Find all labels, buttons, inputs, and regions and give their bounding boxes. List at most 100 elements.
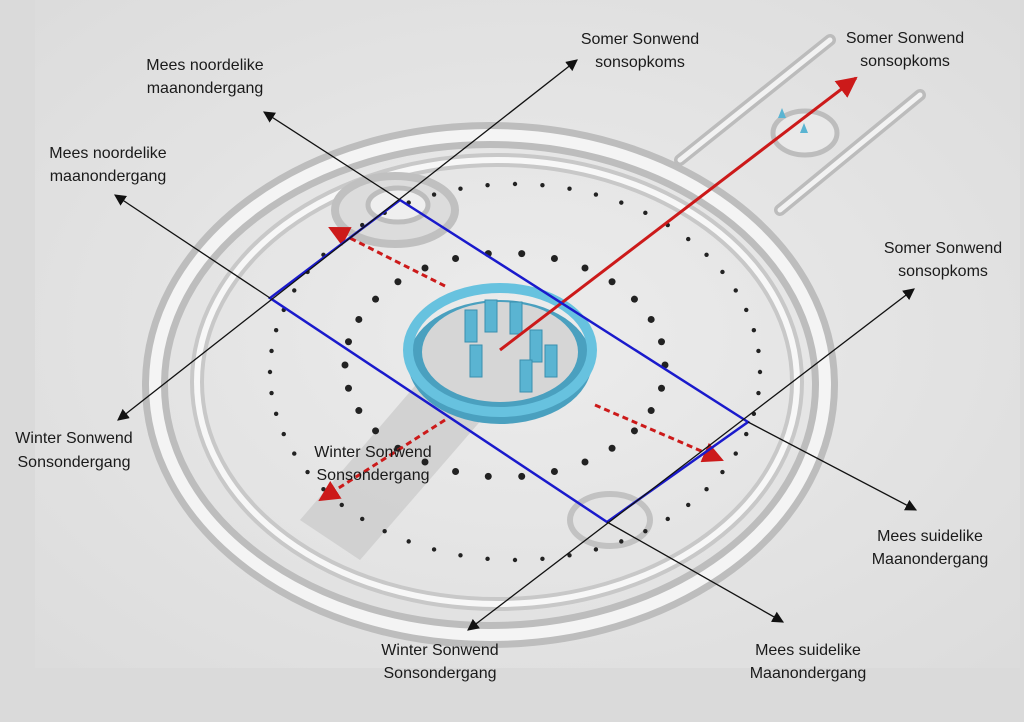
trilithon-stone <box>469 344 483 378</box>
aubrey-hole <box>292 288 297 293</box>
y-hole <box>630 295 638 303</box>
avenue-banks <box>674 34 926 216</box>
label-winter-left-line2: Sonsondergang <box>18 454 131 471</box>
aubrey-hole <box>269 348 274 354</box>
aubrey-hole <box>431 192 437 197</box>
henge-shadow <box>300 380 490 560</box>
y-hole <box>484 472 492 480</box>
aubrey-hole <box>593 547 599 552</box>
label-summer-top-right-line1: Somer Sonwend <box>846 30 964 47</box>
label-winter-bottom-line1: Winter Sonwend <box>381 642 498 659</box>
aubrey-hole <box>267 369 273 375</box>
winter-summer-sightline <box>117 59 578 421</box>
y-hole <box>581 264 589 272</box>
aubrey-hole <box>512 181 518 187</box>
label-summer-right-line2: sonsopkoms <box>898 263 988 280</box>
aubrey-hole <box>321 487 326 492</box>
y-hole <box>355 315 363 323</box>
moon-north-left-pointer <box>114 194 271 299</box>
y-hole <box>355 407 363 415</box>
aubrey-hole <box>360 516 365 522</box>
trilithon-stone <box>484 299 498 333</box>
aubrey-hole <box>339 236 344 242</box>
moon-north-top-pointer <box>263 111 401 201</box>
y-hole <box>630 427 638 435</box>
y-hole <box>581 458 589 466</box>
aubrey-hole <box>704 487 709 492</box>
aubrey-hole <box>643 210 648 216</box>
aubrey-hole <box>744 307 749 313</box>
aubrey-hole <box>720 469 725 475</box>
y-hole <box>518 472 526 480</box>
pointer-lines <box>114 59 918 631</box>
y-hole <box>550 468 558 476</box>
aubrey-hole <box>273 411 279 417</box>
moon-south-right-pointer <box>747 421 918 511</box>
y-hole <box>647 407 655 415</box>
label-moon-south-right-line1: Mees suidelike <box>877 528 983 545</box>
aubrey-hole <box>756 390 761 396</box>
aubrey-hole <box>744 431 749 437</box>
y-hole <box>550 254 558 262</box>
aubrey-hole <box>305 469 310 475</box>
y-hole <box>452 254 460 262</box>
y-hole <box>394 278 402 286</box>
trilithon-stone <box>529 329 543 363</box>
aubrey-hole <box>339 502 344 508</box>
label-summer-right-line1: Somer Sonwend <box>884 240 1002 257</box>
winter-summer-sightline-2 <box>467 288 915 631</box>
trilithon-stone <box>509 301 523 335</box>
label-moon-south-bottom-line2: Maanondergang <box>750 665 867 682</box>
aubrey-hole <box>567 186 572 191</box>
aubrey-hole <box>458 186 463 191</box>
label-moon-south-bottom-line1: Mees suidelike <box>755 642 861 659</box>
aubrey-hole <box>665 516 670 522</box>
label-moon-north-top-line2: maanondergang <box>147 80 264 97</box>
y-hole <box>341 361 349 369</box>
label-winter-center-line2: Sonsondergang <box>317 467 430 484</box>
label-summer-top-right-line2: sonsopkoms <box>860 53 950 70</box>
y-hole <box>452 468 460 476</box>
aubrey-hole <box>406 539 411 544</box>
label-winter-center-line1: Winter Sonwend <box>314 444 431 461</box>
y-hole <box>658 338 666 346</box>
y-hole <box>608 444 616 452</box>
aubrey-hole <box>512 557 518 563</box>
y-hole <box>344 338 352 346</box>
winter-solstice-axis-arrow <box>318 418 446 502</box>
aubrey-hole <box>269 390 274 396</box>
aubrey-hole <box>619 200 624 205</box>
aubrey-hole <box>540 182 545 188</box>
aubrey-hole <box>281 431 286 437</box>
aubrey-hole <box>720 269 725 275</box>
y-hole <box>372 427 380 435</box>
aubrey-hole <box>273 327 279 333</box>
aubrey-hole <box>292 451 297 456</box>
aubrey-hole <box>643 528 648 534</box>
aubrey-hole <box>756 348 761 354</box>
aubrey-hole <box>733 451 738 456</box>
aubrey-hole <box>704 252 709 257</box>
station-mound-north <box>331 172 459 248</box>
aubrey-hole <box>485 556 490 562</box>
heel-stone <box>778 108 786 118</box>
label-moon-north-left-line1: Mees noordelike <box>49 145 167 162</box>
sarsen-circle <box>403 283 597 424</box>
y-hole <box>344 384 352 392</box>
y-hole <box>372 295 380 303</box>
aubrey-hole <box>458 553 463 558</box>
aubrey-hole <box>751 327 757 333</box>
y-hole <box>608 278 616 286</box>
trilithon-stone <box>464 309 478 343</box>
aubrey-hole <box>540 556 545 562</box>
aubrey-hole <box>733 288 738 293</box>
aubrey-hole <box>382 528 387 534</box>
aubrey-hole <box>686 502 691 508</box>
label-winter-left-line1: Winter Sonwend <box>15 430 132 447</box>
moon-south-bottom-pointer <box>606 521 785 623</box>
y-hole <box>421 458 429 466</box>
label-moon-north-left-line2: maanondergang <box>50 168 167 185</box>
aubrey-hole <box>686 236 691 242</box>
